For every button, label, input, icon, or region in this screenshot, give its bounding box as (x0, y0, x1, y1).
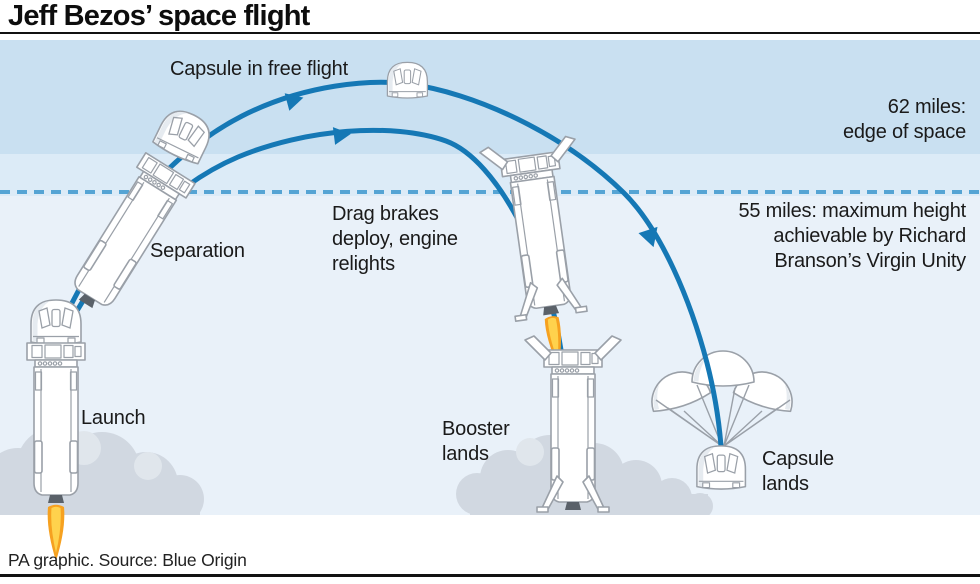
bottom-divider (0, 574, 980, 577)
parachute-canopies (651, 350, 793, 447)
page-title: Jeff Bezos’ space flight (8, 0, 310, 32)
free-flight-capsule-illustration (386, 61, 429, 99)
label-virgin-unity-altitude: 55 miles: maximum height achievable by R… (738, 200, 966, 272)
label-capsule-free-flight: Capsule in free flight (170, 58, 348, 80)
booster-arc-arrowhead (332, 127, 351, 145)
separation-booster-illustration (60, 151, 196, 321)
title-divider (0, 32, 980, 34)
capsule-ascent-arrowhead (284, 93, 304, 111)
launch-smoke-cloud (0, 426, 204, 525)
label-launch: Launch (81, 407, 146, 429)
launch-flame-icon (47, 504, 65, 561)
ground (0, 515, 980, 584)
label-booster-lands: Booster lands (442, 418, 510, 465)
label-capsule-lands: Capsule lands (762, 448, 834, 495)
separation-capsule-illustration (150, 103, 218, 167)
launch-rocket-illustration (26, 299, 86, 561)
label-edge-of-space: 62 miles: edge of space (842, 96, 966, 143)
label-separation: Separation (150, 240, 245, 262)
capsule-descent-arrowhead (638, 226, 658, 248)
landing-capsule-illustration (696, 445, 747, 490)
label-drag-brakes: Drag brakes deploy, engine relights (332, 203, 458, 275)
capsule-trajectory-arc (55, 79, 725, 465)
source-credit: PA graphic. Source: Blue Origin (8, 550, 247, 570)
descending-booster-illustration (478, 134, 588, 369)
